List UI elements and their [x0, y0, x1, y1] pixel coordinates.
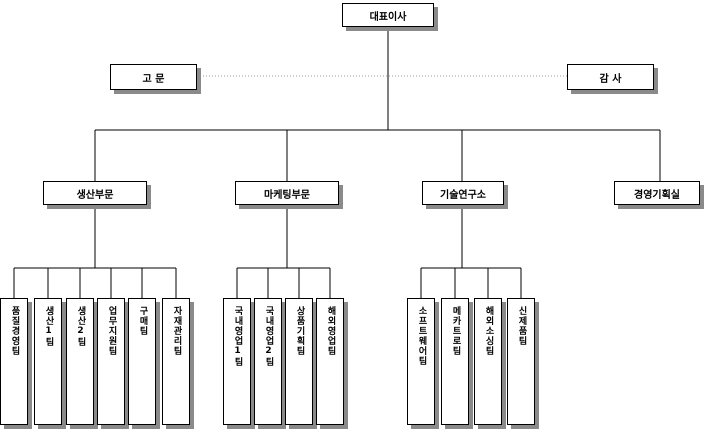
team-label: 국내영업1팀: [232, 306, 243, 367]
team-label: 해외소싱팀: [483, 306, 494, 356]
team-box: 품질경영팀: [0, 298, 28, 425]
division-rnd-box: 기술연구소: [422, 181, 504, 205]
team-label: 메카트로팀: [450, 306, 461, 356]
division-marketing-box: 마케팅부문: [235, 181, 339, 205]
team-label: 구매팀: [137, 306, 148, 336]
team-label: 자재관리팀: [171, 306, 182, 356]
team-box: 해외영업팀: [316, 298, 344, 425]
team-box: 상품기획팀: [285, 298, 313, 425]
team-box: 국내영업2팀: [254, 298, 282, 425]
team-box: 구매팀: [128, 298, 156, 425]
team-box: 생산2팀: [66, 298, 94, 425]
team-box: 생산1팀: [34, 298, 62, 425]
team-box: 해외소싱팀: [474, 298, 502, 425]
team-label: 품질경영팀: [9, 306, 20, 356]
team-box: 업무지원팀: [97, 298, 125, 425]
team-label: 신제품팀: [516, 306, 527, 346]
team-box: 소프트웨어팀: [407, 298, 435, 425]
ceo-box: 대표이사: [342, 3, 434, 27]
team-label: 상품기획팀: [294, 306, 305, 356]
team-box: 자재관리팀: [162, 298, 190, 425]
auditor-box: 감 사: [567, 64, 654, 90]
team-box: 메카트로팀: [441, 298, 469, 425]
advisor-box: 고 문: [110, 64, 197, 90]
team-label: 소프트웨어팀: [416, 306, 427, 366]
division-planning-box: 경영기획실: [614, 181, 700, 205]
team-label: 생산1팀: [43, 306, 54, 347]
team-label: 국내영업2팀: [263, 306, 274, 367]
division-production-box: 생산부문: [43, 181, 147, 205]
team-label: 생산2팀: [75, 306, 86, 347]
team-box: 국내영업1팀: [223, 298, 251, 425]
team-label: 해외영업팀: [325, 306, 336, 356]
team-box: 신제품팀: [507, 298, 535, 425]
team-label: 업무지원팀: [106, 306, 117, 356]
